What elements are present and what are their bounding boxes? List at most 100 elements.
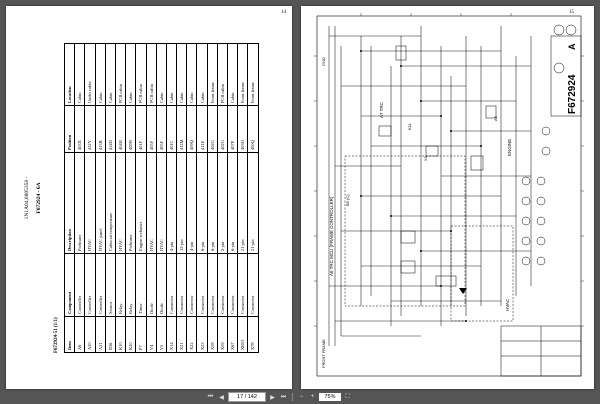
table-cell: 413B	[95, 105, 106, 153]
zone-ticks	[314, 13, 584, 327]
table-cell: V5	[156, 316, 167, 353]
table-cell: 407P	[227, 105, 238, 153]
table-cell: A6	[74, 316, 85, 353]
table-cell: Diode	[146, 253, 157, 317]
table-cell: Front frame	[247, 43, 259, 106]
table-cell: PCB cabin	[217, 43, 228, 106]
drawing-number: F672924	[567, 74, 578, 114]
column-header: Item	[64, 316, 75, 353]
zoom-out-icon[interactable]: −	[299, 394, 304, 400]
table-caption: F672924-51 (1/1)	[54, 317, 59, 353]
table-cell: 405F	[156, 105, 167, 153]
table-cell: 402G	[207, 105, 218, 153]
document-page-left: 14 1N1A04,0805358 - F672924 - 6A F672924…	[6, 6, 292, 389]
table-cell: X21	[176, 316, 187, 353]
table-cell: 21-pin	[247, 152, 259, 254]
toolbar-divider	[292, 393, 293, 401]
table-cell: V4	[146, 316, 157, 353]
table-cell: X59	[217, 316, 228, 353]
rotated-table-block: 1N1A04,0805358 - F672924 - 6A F672924-51…	[24, 23, 274, 373]
hvac-box	[450, 225, 514, 322]
table-cell: Front frame	[207, 43, 218, 106]
indicator-lamps	[521, 24, 577, 266]
table-cell: X78	[247, 316, 259, 353]
table-cell: A20	[84, 316, 96, 353]
table-cell: 401F	[135, 105, 146, 153]
components	[378, 45, 497, 287]
table-cell: Controller	[74, 253, 85, 317]
pdf-toolbar: ⏮ ◀ 17 / 142 ▶ ⏭ − + 75% ⛶	[206, 391, 366, 403]
table-cell: Under cabin	[84, 43, 96, 106]
a5-label: A5	[493, 115, 498, 121]
table-cell: PCB cabin	[146, 43, 157, 106]
drawing-border	[316, 15, 582, 377]
table-cell: HVAC panel	[95, 152, 106, 254]
table-cell: Preheater	[74, 152, 85, 254]
last-page-icon[interactable]: ⏭	[280, 393, 287, 400]
page-number-field[interactable]: 17 / 142	[228, 392, 266, 402]
next-page-icon[interactable]: ▶	[270, 394, 275, 401]
table-cell: 12-pin	[176, 152, 187, 254]
table-cell: Cabin	[176, 43, 187, 106]
table-cell: B36	[105, 316, 116, 353]
bus-lines	[328, 26, 532, 346]
document-subtitle: F672924 - 6A	[36, 182, 42, 214]
table-cell: Preheater	[125, 152, 136, 254]
table-cell: Cabin	[196, 43, 208, 106]
controller-label: A6 TRC MCU (FRAME CONTROLLER)	[329, 196, 334, 276]
table-cell: 4-pin	[166, 152, 177, 254]
table-cell: 400Q	[247, 105, 259, 153]
prev-page-icon[interactable]: ◀	[219, 394, 224, 401]
diode-symbol	[459, 288, 467, 294]
table-cell: Connector	[237, 253, 248, 317]
title-block	[500, 35, 582, 377]
table-cell: Cabin	[74, 43, 85, 106]
table-cell: Connector	[247, 253, 259, 317]
table-cell: Cabin	[125, 43, 136, 106]
table-cell: PCB cabin	[135, 43, 146, 106]
gnd-label: GND	[321, 57, 326, 66]
junctions	[360, 50, 482, 322]
table-cell: 412M	[176, 105, 187, 153]
document-page-right: 15	[301, 6, 594, 389]
table-cell: 2-pin	[217, 152, 228, 254]
fullscreen-icon[interactable]: ⛶	[345, 393, 350, 400]
page-number: 15	[569, 10, 574, 15]
table-cell: X23	[196, 316, 208, 353]
front-frame-label: FRONT FRAME	[321, 339, 326, 368]
table-cell: 6-pin	[227, 152, 238, 254]
b5-label: B5 (C)	[345, 194, 350, 206]
column-header: Component	[64, 253, 75, 317]
table-cell: 414D	[105, 105, 116, 153]
zoom-level[interactable]: 75%	[319, 393, 341, 401]
drawing-revision: A	[567, 43, 577, 50]
table-cell: Cabin	[105, 43, 116, 106]
table-cell: 4-pin	[186, 152, 197, 254]
table-cell: Cabin	[227, 43, 238, 106]
table-cell: 402G	[217, 105, 228, 153]
table-cell: Controller	[84, 253, 96, 317]
first-page-icon[interactable]: ⏮	[207, 393, 214, 400]
controller-box	[344, 155, 466, 307]
k11-label: K11	[407, 122, 412, 130]
table-cell: Relay	[115, 253, 126, 317]
table-cell: 401C	[166, 105, 177, 153]
table-cell: Sensor	[105, 253, 116, 317]
zoom-in-icon[interactable]: +	[310, 394, 315, 400]
a7-label: A7 TRC	[379, 101, 384, 118]
table-cell: Connector	[227, 253, 238, 317]
table-cell: Connector	[166, 253, 177, 317]
